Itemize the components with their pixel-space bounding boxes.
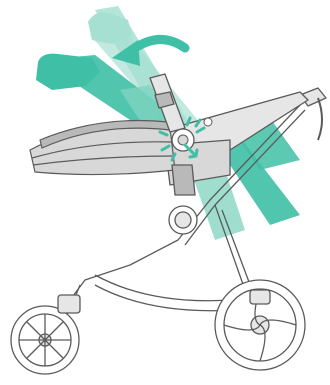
- rear-wheel: [215, 280, 305, 370]
- canopy: [30, 120, 175, 174]
- front-wheel: [11, 295, 80, 374]
- seat-strap: [172, 165, 195, 195]
